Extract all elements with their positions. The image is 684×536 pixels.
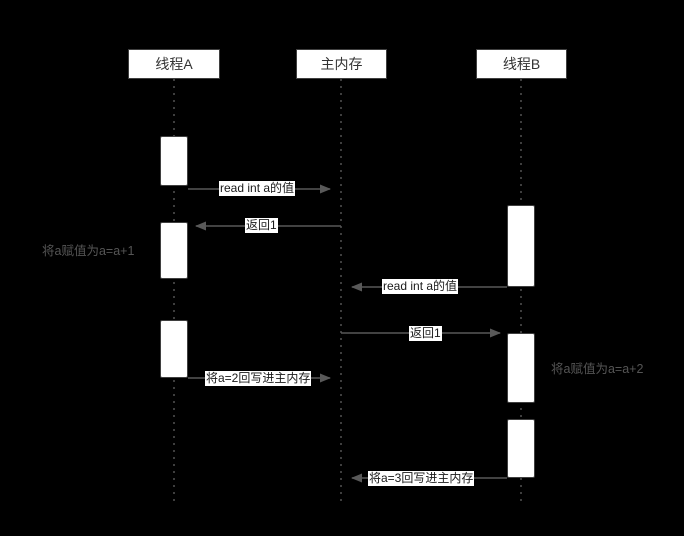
activation-bar-thread-a-1[interactable] (160, 136, 188, 186)
lifeline-header-main-memory[interactable]: 主内存 (296, 49, 387, 79)
activation-bar-thread-b-2[interactable] (507, 333, 535, 403)
activation-bar-thread-a-2[interactable] (160, 222, 188, 279)
message-label-return-1-a: 返回1 (245, 218, 278, 233)
note-thread-a-assign: 将a赋值为a=a+1 (42, 244, 135, 258)
message-label-read-a-1: read int a的值 (219, 181, 296, 196)
message-label-read-a-2: read int a的值 (382, 279, 459, 294)
message-label-return-1-b: 返回1 (409, 326, 442, 341)
lifeline-header-thread-a[interactable]: 线程A (128, 49, 220, 79)
lifeline-header-thread-b[interactable]: 线程B (476, 49, 567, 79)
activation-bar-thread-a-3[interactable] (160, 320, 188, 378)
message-label-write-a3: 将a=3回写进主内存 (368, 471, 475, 486)
message-arrows (188, 184, 507, 483)
lifeline-dotted-lines (173, 79, 522, 506)
activation-bar-thread-b-1[interactable] (507, 205, 535, 287)
note-thread-b-assign: 将a赋值为a=a+2 (551, 362, 644, 376)
message-label-write-a2: 将a=2回写进主内存 (205, 371, 312, 386)
activation-bar-thread-b-3[interactable] (507, 419, 535, 478)
